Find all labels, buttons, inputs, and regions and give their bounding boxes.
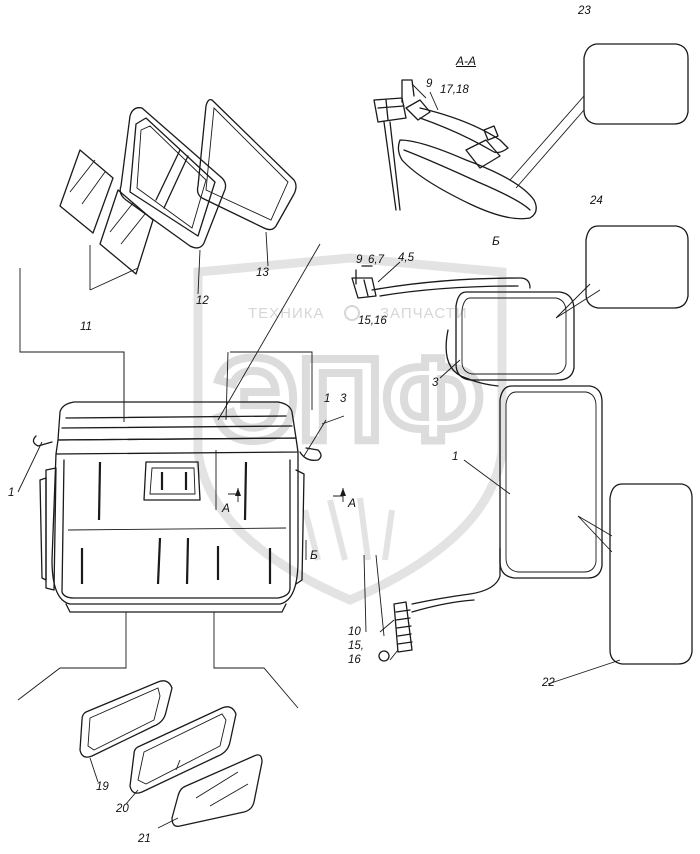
bottom-glass-set: [79, 680, 263, 829]
section-mark-a-right: А: [348, 496, 357, 510]
watermark-right-text: ЗАПЧАСТИ: [380, 305, 468, 322]
label-15-16-b: 15,16: [358, 315, 387, 327]
label-16: 16: [348, 654, 361, 666]
label-22: 22: [542, 677, 555, 689]
cab-main-view: [32, 401, 322, 613]
glass-panes-22-23-24: [509, 43, 693, 685]
label-9-b: 9: [356, 254, 363, 266]
label-13: 13: [256, 267, 269, 279]
label-1-b: 1: [452, 451, 459, 463]
label-1-cab: 1: [324, 393, 331, 405]
part-13-window-seal: [196, 98, 297, 231]
section-b-title: Б: [492, 234, 500, 248]
label-3-cab: 3: [340, 393, 347, 405]
watermark-big-text: ЭПФ: [214, 334, 483, 466]
detail-b-glass-set: [351, 261, 613, 662]
label-3-b: 3: [432, 377, 439, 389]
label-10: 10: [348, 626, 361, 638]
label-20: 20: [116, 803, 129, 815]
label-23: 23: [578, 5, 591, 17]
label-21: 21: [138, 833, 151, 845]
section-mark-b: Б: [310, 548, 318, 562]
label-24: 24: [590, 195, 603, 207]
label-11: 11: [80, 321, 92, 333]
section-aa-detail: [373, 79, 537, 220]
section-mark-a-left: А: [222, 501, 231, 515]
label-17-18: 17,18: [440, 84, 469, 96]
watermark-left-text: ТЕХНИКА: [248, 305, 325, 322]
part-12-window-seal: [119, 107, 227, 249]
label-1-left: 1: [8, 487, 15, 499]
part-11-glass-panes: [59, 149, 154, 275]
leader-lines: [17, 231, 385, 709]
label-12: 12: [196, 295, 209, 307]
label-19: 19: [96, 781, 109, 793]
label-4-5: 4,5: [398, 252, 414, 264]
label-15: 15,: [348, 640, 364, 652]
label-9-aa: 9: [426, 78, 433, 90]
section-aa-title: А-А: [456, 54, 477, 68]
label-6-7: 6,7: [368, 254, 384, 266]
